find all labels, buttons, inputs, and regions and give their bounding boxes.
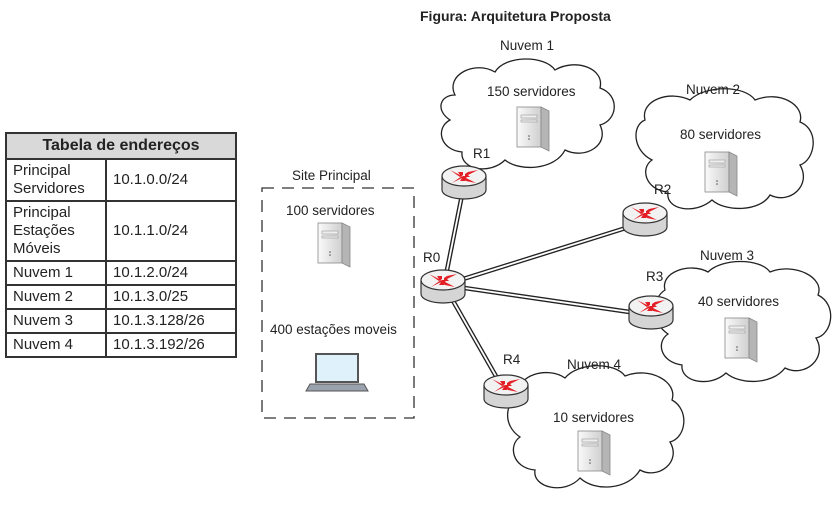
row-name: Nuvem 1 bbox=[5, 260, 107, 286]
cloud-nuvem-4 bbox=[506, 365, 685, 489]
row-network: 10.1.3.0/25 bbox=[105, 284, 237, 310]
router-r2-icon bbox=[622, 202, 668, 237]
row-network: 10.1.3.192/26 bbox=[105, 332, 237, 358]
cloud-label-nuvem-1: Nuvem 1 bbox=[500, 38, 555, 53]
site-stations-count: 400 estações moveis bbox=[270, 322, 397, 337]
router-label-r3: R3 bbox=[646, 269, 664, 284]
server-icon-site bbox=[317, 222, 351, 268]
cloud-label-nuvem-4: Nuvem 4 bbox=[567, 357, 622, 372]
router-label-r4: R4 bbox=[503, 352, 521, 367]
router-label-r1: R1 bbox=[473, 146, 491, 161]
row-name: Nuvem 3 bbox=[5, 308, 107, 334]
row-name: Nuvem 4 bbox=[5, 332, 107, 358]
cloud-label-nuvem-3: Nuvem 3 bbox=[700, 248, 755, 263]
cloud-servers-nuvem-3: 40 servidores bbox=[698, 294, 780, 309]
table-row: Nuvem 2 10.1.3.0/25 bbox=[5, 284, 237, 310]
site-principal-box bbox=[261, 187, 415, 419]
row-network: 10.1.3.128/26 bbox=[105, 308, 237, 334]
cloud-servers-nuvem-4: 10 servidores bbox=[553, 410, 635, 425]
server-icon-nuvem-4 bbox=[577, 430, 611, 476]
cloud-nuvem-2 bbox=[635, 88, 814, 210]
router-label-r2: R2 bbox=[654, 182, 672, 197]
cloud-servers-nuvem-1: 150 servidores bbox=[487, 84, 576, 99]
router-r1-icon bbox=[441, 165, 487, 200]
server-icon-nuvem-1 bbox=[516, 106, 550, 152]
server-icon-nuvem-2 bbox=[704, 151, 738, 197]
site-servers-count: 100 servidores bbox=[286, 203, 375, 218]
table-row: Nuvem 1 10.1.2.0/24 bbox=[5, 260, 237, 286]
router-r4-icon bbox=[483, 374, 529, 409]
site-principal-label: Site Principal bbox=[292, 168, 371, 183]
row-name: Nuvem 2 bbox=[5, 284, 107, 310]
server-icon-nuvem-3 bbox=[724, 317, 758, 363]
row-network: 10.1.2.0/24 bbox=[105, 260, 237, 286]
row-network: 10.1.0.0/24 bbox=[105, 158, 237, 202]
table-row: Nuvem 3 10.1.3.128/26 bbox=[5, 308, 237, 334]
figure-title: Figura: Arquitetura Proposta bbox=[420, 8, 611, 24]
address-table-header: Tabela de endereços bbox=[5, 132, 237, 160]
table-row: Nuvem 4 10.1.3.192/26 bbox=[5, 332, 237, 358]
row-network: 10.1.1.0/24 bbox=[105, 200, 237, 262]
router-r0-icon bbox=[420, 269, 466, 304]
cloud-servers-nuvem-2: 80 servidores bbox=[680, 127, 762, 142]
router-r3-icon bbox=[628, 295, 674, 330]
cloud-label-nuvem-2: Nuvem 2 bbox=[686, 82, 741, 97]
laptop-icon bbox=[305, 353, 369, 392]
router-label-r0: R0 bbox=[423, 250, 441, 265]
